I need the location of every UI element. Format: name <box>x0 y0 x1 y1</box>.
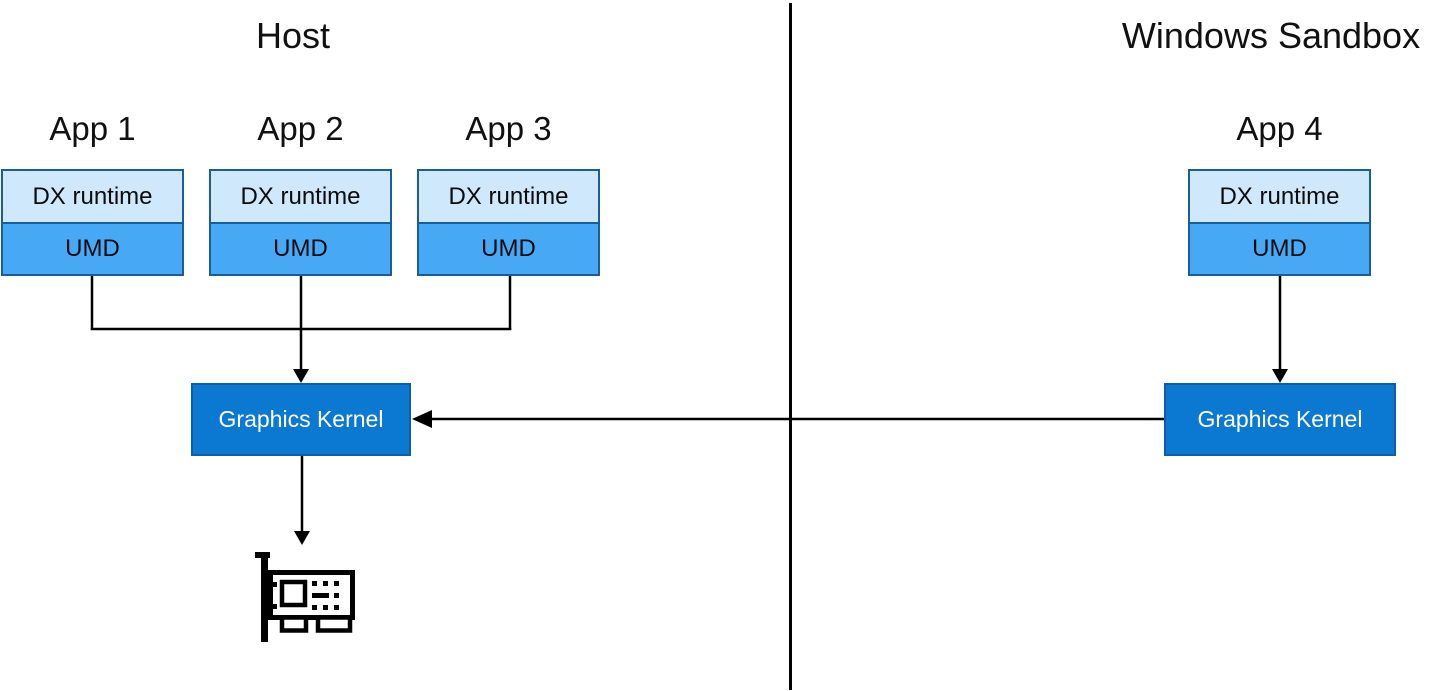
app-2-stack: App 2 DX runtime UMD <box>209 104 392 276</box>
app-4-label: App 4 <box>1236 110 1323 147</box>
app-3-stack: App 3 DX runtime UMD <box>417 104 600 276</box>
arrowhead-down-icon <box>1272 369 1288 383</box>
app-2-box: DX runtime UMD <box>209 169 392 276</box>
dx-runtime-box: DX runtime <box>419 171 598 224</box>
app-1-label: App 1 <box>49 110 136 147</box>
host-apps-to-kernel-connector <box>90 276 512 383</box>
app-1-stack: App 1 DX runtime UMD <box>1 104 184 276</box>
graphics-kernel-box-host: Graphics Kernel <box>191 383 411 456</box>
graphics-kernel-box-sandbox: Graphics Kernel <box>1164 383 1396 456</box>
umd-box: UMD <box>419 224 598 274</box>
graphics-card-icon <box>255 552 355 642</box>
arrowhead-left-icon <box>412 410 432 428</box>
dx-runtime-box: DX runtime <box>211 171 390 224</box>
app-3-box: DX runtime UMD <box>417 169 600 276</box>
app4-to-kernel-arrow <box>1272 276 1288 383</box>
kernel-to-gpu-arrow <box>294 456 310 545</box>
gpu-icon <box>255 552 355 642</box>
host-section-title: Host <box>255 15 331 56</box>
arrowhead-down-icon <box>293 369 309 383</box>
umd-box: UMD <box>1190 224 1369 274</box>
umd-box: UMD <box>211 224 390 274</box>
host-sandbox-divider-line <box>789 3 792 690</box>
dx-runtime-box: DX runtime <box>1190 171 1369 224</box>
app-3-label: App 3 <box>465 110 552 147</box>
umd-box: UMD <box>3 224 182 274</box>
arrowhead-down-icon <box>294 531 310 545</box>
sandbox-kernel-to-host-kernel-arrow <box>412 410 1164 428</box>
dx-runtime-box: DX runtime <box>3 171 182 224</box>
app-2-label: App 2 <box>257 110 344 147</box>
app-1-box: DX runtime UMD <box>1 169 184 276</box>
app-4-box: DX runtime UMD <box>1188 169 1371 276</box>
app-4-stack: App 4 DX runtime UMD <box>1188 104 1371 276</box>
sandbox-section-title: Windows Sandbox <box>1121 15 1421 56</box>
